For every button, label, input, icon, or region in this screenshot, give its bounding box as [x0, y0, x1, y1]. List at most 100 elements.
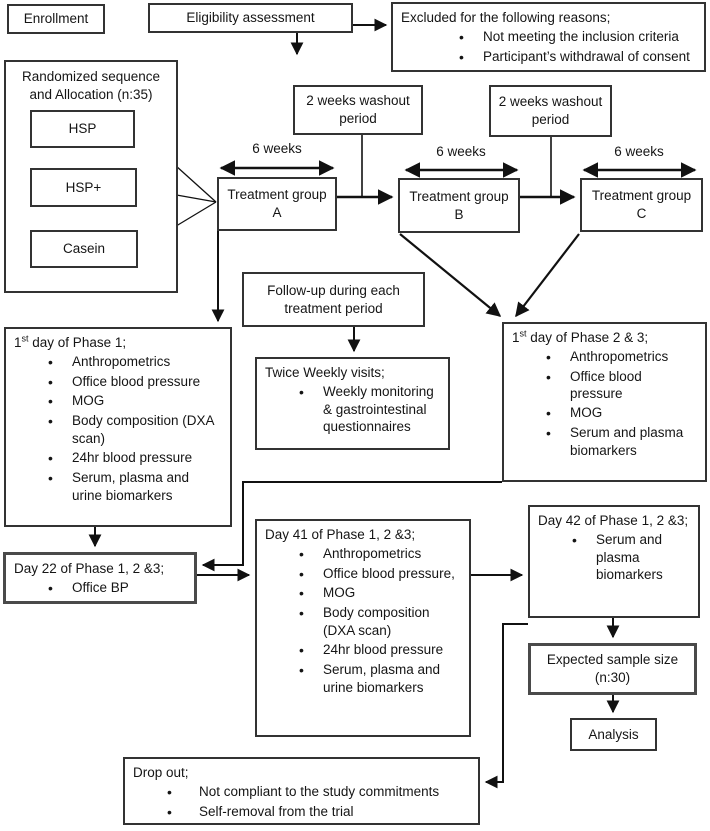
list-item: MOG [14, 392, 222, 411]
washout2-label: 2 weeks washout period [498, 94, 603, 127]
list-item: MOG [265, 584, 461, 603]
phase23-item: Office blood pressure [570, 368, 642, 402]
list-item: Participant’s withdrawal of consent [401, 48, 696, 67]
bullet-icon [546, 404, 570, 423]
bullet-icon [546, 348, 570, 367]
phase1-box: 1st day of Phase 1; Anthropometrics Offi… [4, 327, 232, 527]
list-item: Office BP [14, 579, 186, 598]
bullet-icon [299, 584, 323, 603]
bullet-icon [48, 412, 72, 431]
analysis-label: Analysis [588, 726, 639, 742]
dropout-item: Self-removal from the trial [199, 803, 354, 819]
bullet-icon [48, 469, 72, 488]
day42-title: Day 42 of Phase 1, 2 &3; [538, 513, 689, 528]
washout1-label: 2 weeks washout period [306, 93, 410, 126]
phase1-item: 24hr blood pressure [72, 449, 193, 465]
analysis-box: Analysis [570, 718, 657, 751]
enrollment-box: Enrollment [7, 4, 105, 34]
twice-weekly-item: Weekly monitoring & gastrointestinal que… [323, 383, 434, 435]
treatment-b-box: Treatment group B [398, 178, 520, 233]
day41-item: Office blood pressure, [323, 565, 455, 581]
treatment-a-box: Treatment group A [217, 177, 337, 231]
bullet-icon [167, 803, 199, 822]
day41-item: Anthropometrics [323, 545, 422, 561]
day22-title: Day 22 of Phase 1, 2 &3; [14, 561, 165, 576]
bullet-icon [299, 604, 323, 623]
bullet-icon [299, 383, 323, 402]
bullet-icon [299, 565, 323, 584]
bullet-icon [48, 353, 72, 372]
day22-item: Office BP [72, 579, 129, 595]
group-casein-label: Casein [62, 241, 106, 257]
washout1-box: 2 weeks washout period [293, 85, 423, 135]
randomized-box: Randomized sequence and Allocation (n:35… [4, 60, 178, 293]
list-item: Self-removal from the trial [133, 803, 470, 822]
followup-label: Follow-up during each treatment period [267, 282, 400, 316]
phase1-item: Serum, plasma and urine biomarkers [72, 469, 190, 503]
list-item: Anthropometrics [265, 545, 461, 564]
day41-item: 24hr blood pressure [323, 641, 444, 657]
day41-item: MOG [323, 585, 356, 601]
arrow-phase23-to-day22 [201, 481, 502, 572]
excluded-box: Excluded for the following reasons; Not … [391, 2, 706, 72]
list-item: Anthropometrics [512, 348, 697, 367]
bullet-icon [546, 368, 570, 387]
list-item: Not compliant to the study commitments [133, 783, 470, 802]
excluded-item: Participant’s withdrawal of consent [483, 48, 690, 64]
followup-box: Follow-up during each treatment period [242, 272, 425, 327]
bullet-icon [459, 48, 483, 67]
enrollment-label: Enrollment [23, 11, 89, 27]
weeks-label-c: 6 weeks [614, 144, 664, 159]
bullet-icon [48, 579, 72, 598]
excluded-title: Excluded for the following reasons; [401, 10, 611, 25]
treatment-c-label: Treatment group C [591, 188, 692, 221]
day41-item: Body composition (DXA scan) [323, 605, 430, 639]
treatment-a-label: Treatment group A [227, 187, 327, 220]
group-hspplus-label: HSP+ [65, 179, 102, 195]
group-casein-box: Casein [30, 230, 138, 268]
phase23-item: Serum and plasma biomarkers [570, 425, 684, 458]
list-item: Office blood pressure, [265, 565, 461, 584]
bullet-icon [48, 373, 72, 392]
phase23-item: MOG [570, 405, 603, 421]
phase1-title: 1st day of Phase 1; [14, 333, 127, 350]
list-item: Serum and plasma biomarkers [512, 424, 697, 460]
bullet-icon [299, 641, 323, 660]
dropout-item: Not compliant to the study commitments [199, 783, 440, 799]
phase1-item: Office blood pressure [72, 373, 201, 389]
bullet-icon [572, 531, 596, 550]
bullet-icon [546, 424, 570, 443]
expected-sample-label: Expected sample size (n:30) [546, 652, 679, 685]
washout2-box: 2 weeks washout period [489, 85, 612, 137]
phase1-item: Anthropometrics [72, 353, 171, 369]
list-item: Not meeting the inclusion criteria [401, 28, 696, 47]
list-item: Serum, plasma and urine biomarkers [14, 469, 222, 505]
day41-box: Day 41 of Phase 1, 2 &3; Anthropometrics… [255, 519, 471, 737]
list-item: Office blood pressure [14, 373, 222, 392]
expected-sample-box: Expected sample size (n:30) [528, 643, 697, 695]
twice-weekly-box: Twice Weekly visits; Weekly monitoring &… [255, 357, 450, 450]
list-item: 24hr blood pressure [265, 641, 461, 660]
bullet-icon [48, 449, 72, 468]
eligibility-label: Eligibility assessment [186, 10, 315, 26]
phase23-item: Anthropometrics [570, 348, 669, 364]
bullet-icon [459, 28, 483, 47]
list-item: Weekly monitoring & gastrointestinal que… [265, 383, 440, 436]
day42-box: Day 42 of Phase 1, 2 &3; Serum and plasm… [528, 505, 700, 618]
phase23-box: 1st day of Phase 2 & 3; Anthropometrics … [502, 322, 707, 482]
randomized-title: Randomized sequence and Allocation (n:35… [21, 69, 161, 102]
day41-item: Serum, plasma and urine biomarkers [323, 661, 441, 695]
bullet-icon [167, 783, 199, 802]
twice-weekly-title: Twice Weekly visits; [265, 365, 385, 380]
list-item: Office blood pressure [512, 368, 697, 404]
treatment-c-box: Treatment group C [580, 178, 703, 232]
weeks-label-a: 6 weeks [252, 141, 302, 156]
dropout-title: Drop out; [133, 765, 189, 780]
arrow-day42-to-dropout [484, 623, 528, 789]
day41-title: Day 41 of Phase 1, 2 &3; [265, 527, 416, 542]
arrow-groupB-to-phase23 [399, 233, 502, 317]
bullet-icon [299, 545, 323, 564]
bullet-icon [299, 661, 323, 680]
phase1-item: Body composition (DXA scan) [72, 413, 214, 447]
